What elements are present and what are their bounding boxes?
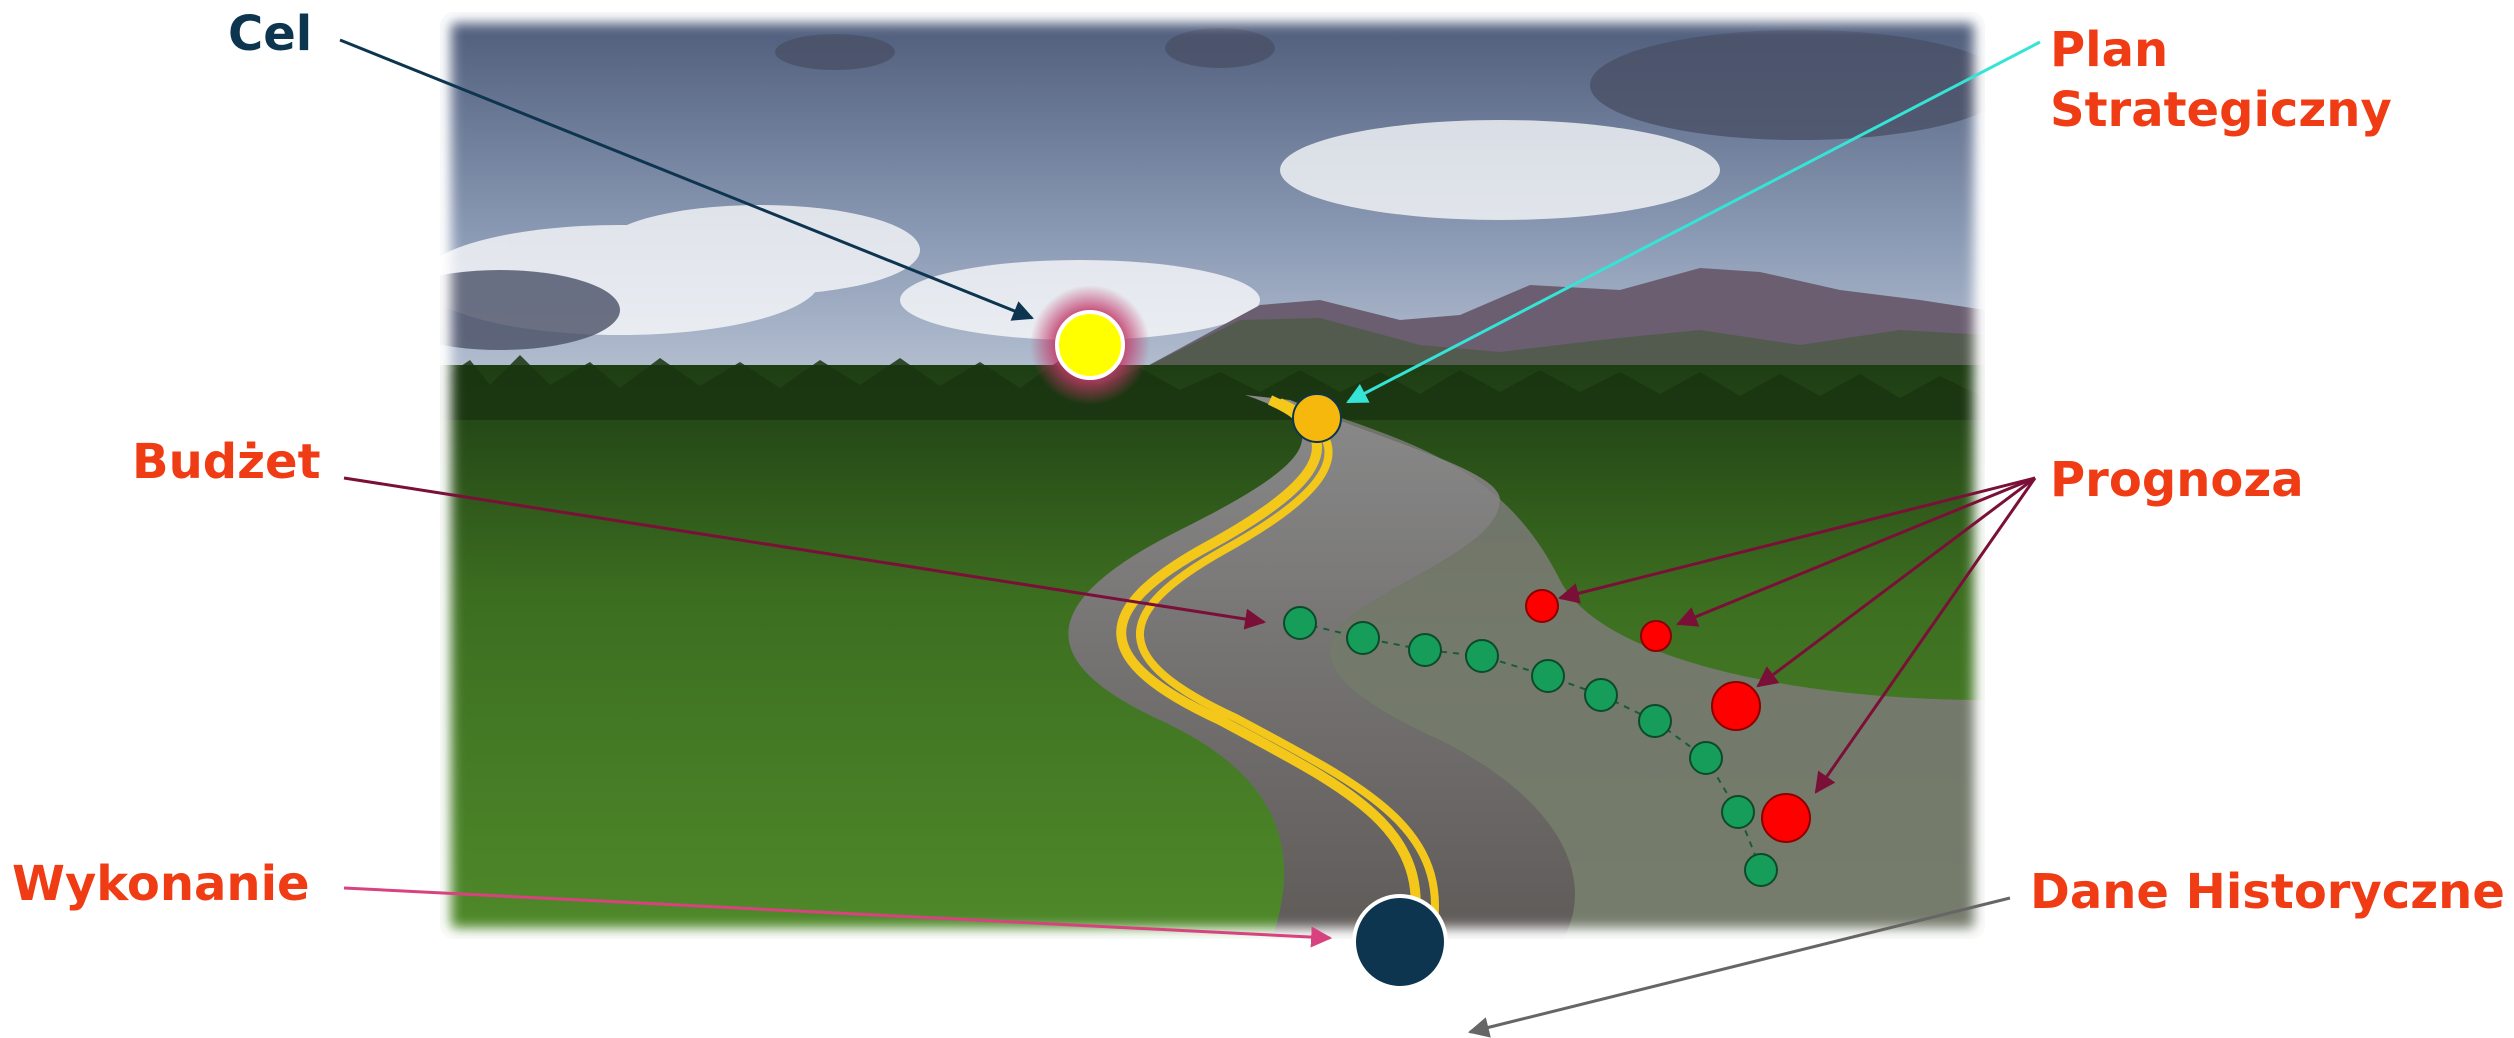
label-wykonanie: Wykonanie (12, 856, 310, 912)
plan-strategiczny-marker (1292, 393, 1342, 443)
label-plan-line2: Strategiczny (2050, 82, 2392, 138)
budzet-dot (1408, 633, 1442, 667)
arrow-prognoza-2 (1676, 476, 2036, 627)
arrow-dane-historyczne (1467, 896, 2011, 1038)
label-budzet: Budżet (132, 434, 321, 490)
arrow-plan-strategiczny (1346, 40, 2041, 404)
label-prognoza: Prognoza (2050, 452, 2304, 508)
arrow-prognoza-3 (1756, 476, 2036, 688)
prognoza-dot (1711, 681, 1761, 731)
budzet-path (1299, 622, 1762, 871)
label-cel: Cel (228, 6, 313, 62)
budzet-dot (1584, 678, 1618, 712)
budzet-dot (1638, 704, 1672, 738)
arrow-cel (339, 38, 1034, 321)
budzet-dot (1531, 659, 1565, 693)
prognoza-dot (1761, 793, 1811, 843)
prognoza-dot (1640, 620, 1672, 652)
budzet-dot (1689, 741, 1723, 775)
road-center-line (1116, 395, 1421, 939)
budzet-dot (1346, 621, 1380, 655)
arrows (339, 38, 2041, 1038)
tree-line (440, 355, 1985, 420)
road (1068, 395, 1575, 939)
label-plan-strategiczny: Plan Strategiczny (2050, 20, 2392, 140)
road-right-lane (1290, 400, 1985, 939)
cel-marker (1055, 310, 1125, 380)
arrow-wykonanie (343, 886, 1333, 948)
budzet-dot (1465, 639, 1499, 673)
markers (1030, 285, 1811, 990)
prognoza-dot (1525, 589, 1559, 623)
arrow-budzet (343, 476, 1267, 630)
budzet-dot (1721, 795, 1755, 829)
budzet-dot (1744, 853, 1778, 887)
label-dane-historyczne: Dane Historyczne (2030, 864, 2505, 920)
budzet-dot (1283, 606, 1317, 640)
arrow-prognoza-4 (1814, 477, 2037, 794)
wykonanie-marker (1352, 894, 1448, 990)
label-plan-line1: Plan (2050, 22, 2169, 78)
arrow-prognoza-1 (1557, 476, 2036, 604)
